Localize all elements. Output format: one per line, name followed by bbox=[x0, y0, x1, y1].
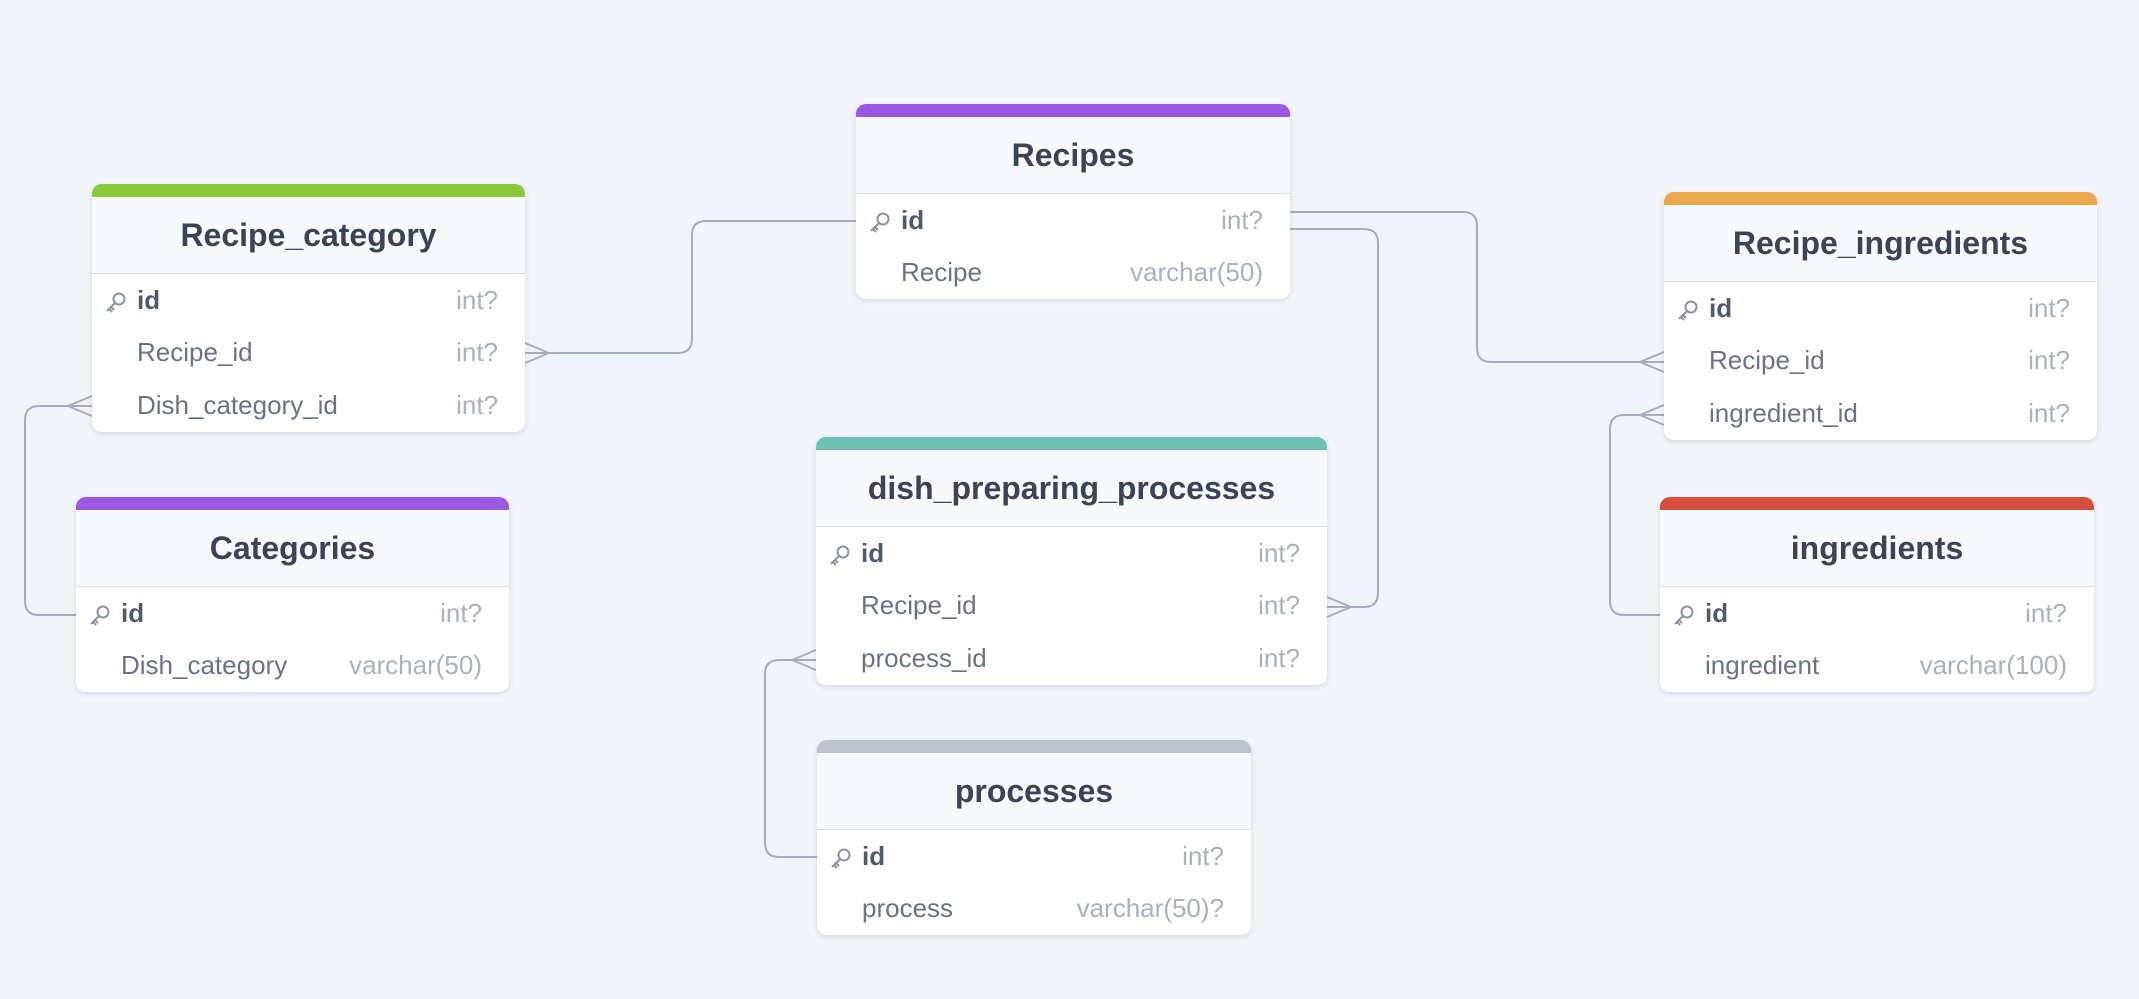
table-title[interactable]: processes bbox=[817, 753, 1251, 830]
field-type: int? bbox=[2028, 345, 2070, 376]
field-name: Recipe_id bbox=[861, 590, 977, 621]
table-title[interactable]: dish_preparing_processes bbox=[816, 450, 1327, 527]
link-recipes-dish-preparing-processes bbox=[1290, 228, 1379, 608]
field-type: int? bbox=[456, 337, 498, 368]
field-type: varchar(50)? bbox=[1076, 893, 1224, 924]
table-ingredients[interactable]: ingredients id int? ingredient varchar(1… bbox=[1660, 497, 2094, 692]
field-row-ingredient[interactable]: ingredient varchar(100) bbox=[1660, 640, 2094, 693]
field-name: process bbox=[862, 893, 954, 924]
table-recipe-category[interactable]: Recipe_category id int? Recipe_id int? D… bbox=[92, 184, 525, 432]
crowfoot-dish-preparing-processes-recipe-id bbox=[1326, 596, 1352, 618]
crowfoot-dish-preparing-processes-process-id bbox=[791, 649, 817, 671]
table-color-bar bbox=[92, 184, 525, 197]
crowfoot-recipe-ingredients-recipe-id bbox=[1639, 351, 1665, 373]
field-type: int? bbox=[456, 284, 498, 315]
field-row-id[interactable]: id int? bbox=[1664, 282, 2097, 335]
field-type: int? bbox=[2025, 597, 2067, 628]
table-title[interactable]: Categories bbox=[76, 510, 509, 587]
table-color-bar bbox=[817, 740, 1251, 753]
field-name: ingredient bbox=[1705, 650, 1820, 681]
field-type: varchar(100) bbox=[1919, 650, 2067, 681]
field-name: Recipe bbox=[901, 257, 982, 288]
field-row-id[interactable]: id int? bbox=[817, 830, 1251, 883]
key-icon bbox=[828, 542, 852, 566]
field-type: int? bbox=[456, 389, 498, 420]
field-name: id bbox=[901, 204, 925, 235]
table-color-bar bbox=[816, 437, 1327, 450]
field-name: id bbox=[1705, 597, 1729, 628]
field-row-process[interactable]: process varchar(50)? bbox=[817, 883, 1251, 936]
field-row-id[interactable]: id int? bbox=[92, 274, 525, 327]
table-recipe-ingredients[interactable]: Recipe_ingredients id int? Recipe_id int… bbox=[1664, 192, 2097, 440]
table-processes[interactable]: processes id int? process varchar(50)? bbox=[817, 740, 1251, 935]
key-icon bbox=[829, 845, 853, 869]
field-row-id[interactable]: id int? bbox=[76, 587, 509, 640]
crowfoot-recipe-ingredients-ingredient-id bbox=[1639, 404, 1665, 426]
key-icon bbox=[104, 289, 128, 313]
link-ingredients-recipe-ingredients bbox=[1609, 414, 1664, 616]
field-row-recipe-id[interactable]: Recipe_id int? bbox=[816, 580, 1327, 633]
crowfoot-recipe-category-recipe-id bbox=[524, 342, 550, 364]
field-row-dish-category-id[interactable]: Dish_category_id int? bbox=[92, 379, 525, 432]
link-recipes-recipe-category bbox=[525, 220, 856, 354]
field-name: id bbox=[121, 597, 145, 628]
key-icon bbox=[868, 209, 892, 233]
table-recipes[interactable]: Recipes id int? Recipe varchar(50) bbox=[856, 104, 1290, 299]
field-name: id bbox=[137, 284, 161, 315]
field-row-id[interactable]: id int? bbox=[816, 527, 1327, 580]
field-row-recipe[interactable]: Recipe varchar(50) bbox=[856, 247, 1290, 300]
field-name: id bbox=[861, 537, 885, 568]
field-type: int? bbox=[1258, 642, 1300, 673]
field-row-dish-category[interactable]: Dish_category varchar(50) bbox=[76, 640, 509, 693]
link-categories-recipe-category bbox=[24, 405, 92, 616]
field-row-recipe-id[interactable]: Recipe_id int? bbox=[1664, 335, 2097, 388]
field-name: ingredient_id bbox=[1709, 397, 1858, 428]
field-type: int? bbox=[2028, 397, 2070, 428]
field-type: int? bbox=[1182, 840, 1224, 871]
link-recipes-recipe-ingredients bbox=[1290, 211, 1664, 363]
field-row-recipe-id[interactable]: Recipe_id int? bbox=[92, 327, 525, 380]
field-row-ingredient-id[interactable]: ingredient_id int? bbox=[1664, 387, 2097, 440]
field-name: id bbox=[862, 840, 886, 871]
table-title[interactable]: Recipes bbox=[856, 117, 1290, 194]
table-categories[interactable]: Categories id int? Dish_category varchar… bbox=[76, 497, 509, 692]
field-name: Dish_category bbox=[121, 650, 288, 681]
crowfoot-recipe-category-dish-category-id bbox=[67, 395, 93, 417]
field-type: int? bbox=[1221, 204, 1263, 235]
link-processes-dish-preparing-processes bbox=[764, 659, 817, 858]
field-row-id[interactable]: id int? bbox=[1660, 587, 2094, 640]
table-color-bar bbox=[1660, 497, 2094, 510]
field-type: varchar(50) bbox=[1130, 257, 1263, 288]
field-name: process_id bbox=[861, 642, 987, 673]
field-type: int? bbox=[2028, 292, 2070, 323]
key-icon bbox=[88, 602, 112, 626]
table-title[interactable]: Recipe_category bbox=[92, 197, 525, 274]
field-type: int? bbox=[1258, 590, 1300, 621]
key-icon bbox=[1672, 602, 1696, 626]
table-color-bar bbox=[1664, 192, 2097, 205]
field-name: id bbox=[1709, 292, 1733, 323]
key-icon bbox=[1676, 297, 1700, 321]
field-type: int? bbox=[440, 597, 482, 628]
field-row-id[interactable]: id int? bbox=[856, 194, 1290, 247]
table-title[interactable]: ingredients bbox=[1660, 510, 2094, 587]
table-title[interactable]: Recipe_ingredients bbox=[1664, 205, 2097, 282]
field-name: Dish_category_id bbox=[137, 389, 338, 420]
field-name: Recipe_id bbox=[137, 337, 253, 368]
table-dish-preparing-processes[interactable]: dish_preparing_processes id int? Recipe_… bbox=[816, 437, 1327, 685]
field-type: varchar(50) bbox=[349, 650, 482, 681]
field-name: Recipe_id bbox=[1709, 345, 1825, 376]
field-type: int? bbox=[1258, 537, 1300, 568]
field-row-process-id[interactable]: process_id int? bbox=[816, 632, 1327, 685]
table-color-bar bbox=[856, 104, 1290, 117]
table-color-bar bbox=[76, 497, 509, 510]
